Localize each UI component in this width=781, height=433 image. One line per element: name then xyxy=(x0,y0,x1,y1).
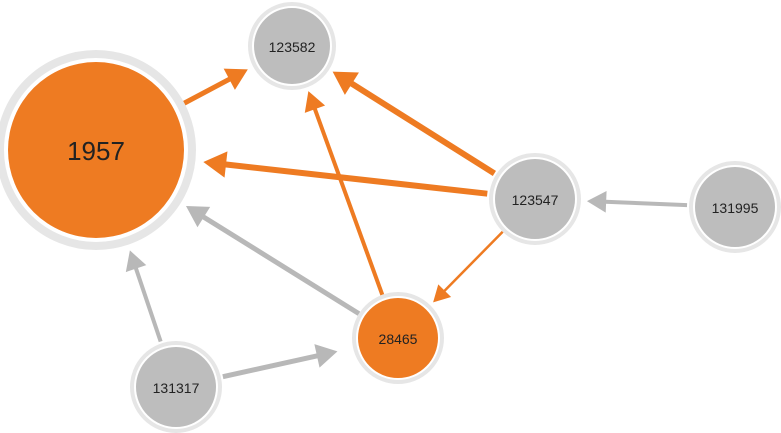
arrowhead-icon xyxy=(125,250,147,273)
edge-123547-to-28465 xyxy=(433,230,504,303)
edge-line xyxy=(349,80,496,176)
edge-line xyxy=(312,107,385,296)
node-circle xyxy=(358,298,438,378)
edge-123547-to-1957 xyxy=(203,151,488,197)
node-circle xyxy=(8,62,184,238)
node-131317[interactable]: 131317 xyxy=(130,341,222,433)
node-123582[interactable]: 123582 xyxy=(248,2,336,90)
edges-layer xyxy=(125,68,688,380)
edge-123547-to-123582 xyxy=(332,71,496,176)
arrowhead-icon xyxy=(586,191,607,213)
edge-line xyxy=(224,161,488,197)
edge-line xyxy=(133,267,163,343)
arrowhead-icon xyxy=(433,284,452,303)
edge-1957-to-123582 xyxy=(179,68,248,108)
arrowhead-icon xyxy=(185,206,211,228)
node-label: 28465 xyxy=(379,331,418,347)
edge-131317-to-1957 xyxy=(125,250,163,343)
edge-131317-to-28465 xyxy=(222,344,338,380)
arrowhead-icon xyxy=(223,68,248,90)
node-circle xyxy=(495,159,575,239)
node-1957[interactable]: 1957 xyxy=(0,50,196,250)
node-label: 131317 xyxy=(153,380,200,396)
node-123547[interactable]: 123547 xyxy=(489,153,581,245)
node-28465[interactable]: 28465 xyxy=(352,292,444,384)
edge-131995-to-123547 xyxy=(586,191,688,213)
node-circle xyxy=(136,347,216,427)
arrowhead-icon xyxy=(203,151,228,178)
node-circle xyxy=(695,167,775,247)
edge-line xyxy=(222,353,319,380)
edge-line xyxy=(201,214,361,316)
arrowhead-icon xyxy=(332,71,359,95)
node-label: 123547 xyxy=(512,192,559,208)
edge-line xyxy=(605,199,688,208)
node-label: 1957 xyxy=(67,136,125,166)
edge-line xyxy=(179,76,232,108)
arrowhead-icon xyxy=(314,344,338,368)
node-131995[interactable]: 131995 xyxy=(689,161,781,253)
edge-28465-to-1957 xyxy=(185,206,361,316)
node-label: 123582 xyxy=(269,39,316,55)
edge-line xyxy=(443,230,504,293)
node-circle xyxy=(254,8,330,84)
edge-28465-to-123582 xyxy=(304,91,385,296)
arrowhead-icon xyxy=(304,91,326,113)
node-label: 131995 xyxy=(712,200,759,216)
